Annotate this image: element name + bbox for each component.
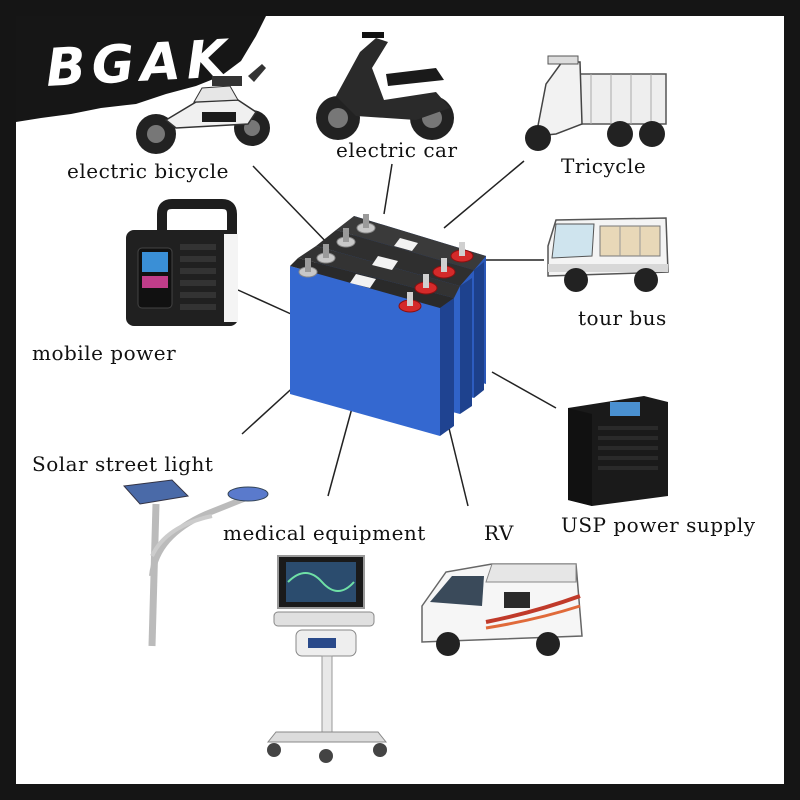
mobile-power-illustration	[126, 199, 238, 326]
rv-illustration	[421, 563, 583, 656]
medical-equipment-illustration	[266, 555, 388, 763]
solar-street-light-illustration	[122, 479, 269, 647]
label-mobile-power: mobile power	[32, 341, 177, 365]
diagram-art	[122, 32, 669, 763]
electric-bicycle-illustration	[136, 64, 270, 154]
connector-lines	[237, 160, 557, 507]
label-tricycle: Tricycle	[561, 154, 647, 178]
label-electric-car: electric car	[336, 138, 458, 162]
label-medical-equipment: medical equipment	[223, 521, 426, 545]
tricycle-illustration	[525, 55, 667, 151]
canvas: BGAK	[16, 16, 784, 784]
label-usp-power-supply: USP power supply	[561, 513, 756, 537]
label-solar-street-light: Solar street light	[32, 452, 214, 476]
logo-background	[16, 16, 266, 122]
ups-illustration	[568, 396, 668, 506]
tour-bus-illustration	[547, 217, 669, 292]
electric-car-illustration	[316, 32, 454, 140]
battery-pack	[290, 214, 486, 436]
label-rv: RV	[484, 521, 514, 545]
label-tour-bus: tour bus	[578, 306, 667, 330]
label-electric-bicycle: electric bicycle	[67, 159, 229, 183]
